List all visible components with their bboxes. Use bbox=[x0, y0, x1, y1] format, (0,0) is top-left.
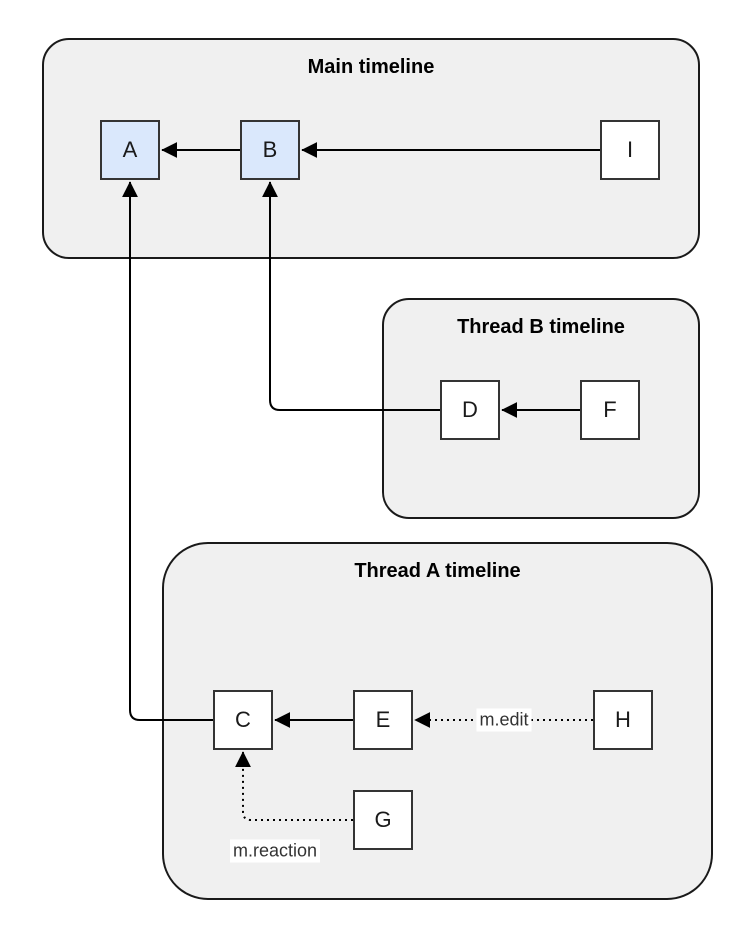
container-thread-a-timeline-title: Thread A timeline bbox=[354, 560, 521, 582]
node-g-label: G bbox=[374, 807, 392, 832]
container-thread-b-timeline: Thread B timeline bbox=[382, 298, 700, 519]
node-i: I bbox=[600, 120, 660, 180]
node-b-label: B bbox=[262, 137, 278, 162]
node-c: C bbox=[213, 690, 273, 750]
container-thread-b-timeline-title: Thread B timeline bbox=[457, 316, 625, 338]
node-i-label: I bbox=[626, 137, 634, 162]
node-d: D bbox=[440, 380, 500, 440]
container-main-timeline-title: Main timeline bbox=[307, 56, 435, 78]
node-h: H bbox=[593, 690, 653, 750]
edge-label-m-reaction: m.reaction bbox=[229, 839, 321, 863]
node-c-label: C bbox=[235, 707, 251, 732]
edge-label-m-edit: m.edit bbox=[476, 708, 532, 732]
node-d-label: D bbox=[462, 397, 478, 422]
node-g: G bbox=[353, 790, 413, 850]
node-a-label: A bbox=[122, 137, 138, 162]
node-f: F bbox=[580, 380, 640, 440]
node-h-label: H bbox=[615, 707, 631, 732]
node-e: E bbox=[353, 690, 413, 750]
node-a: A bbox=[100, 120, 160, 180]
node-f-label: F bbox=[603, 397, 617, 422]
node-b: B bbox=[240, 120, 300, 180]
node-e-label: E bbox=[375, 707, 391, 732]
